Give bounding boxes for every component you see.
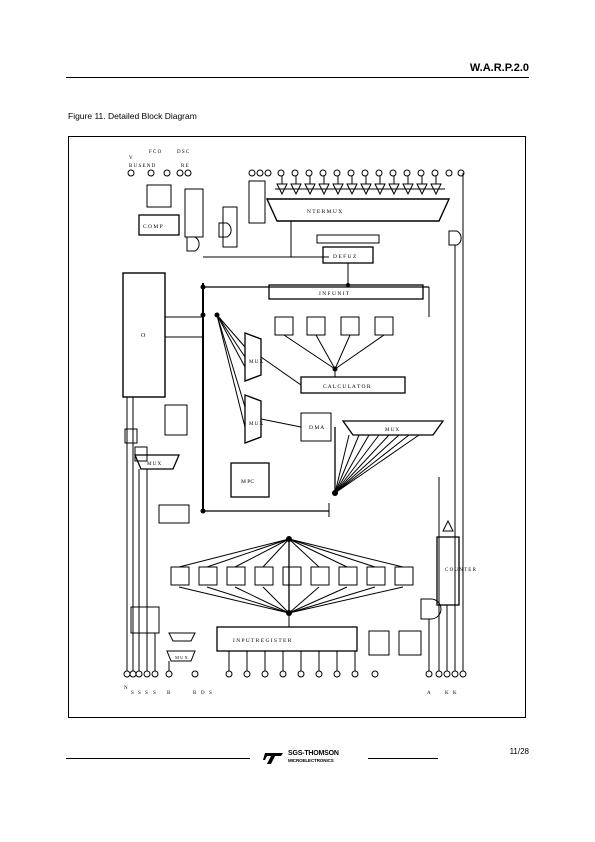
mux-right-label: M U X — [385, 428, 400, 433]
pin-label-bottom-11: K — [453, 691, 457, 696]
pin-label-bottom-2: S — [138, 691, 141, 696]
mux-small-1 — [168, 632, 196, 642]
dma-label: D M A — [309, 425, 324, 431]
ff-right-2 — [398, 630, 422, 656]
mux-right — [341, 420, 445, 436]
calculator-label: C A L C U L A T O R — [323, 384, 371, 390]
pin-label-bottom-3: S — [145, 691, 148, 696]
document-title: W.A.R.P.2.0 — [469, 62, 529, 74]
pin-label-top-1: F C O — [149, 150, 162, 155]
mux-small-2 — [166, 650, 196, 662]
inf-reg-0 — [274, 316, 294, 336]
footer-rule-right — [368, 758, 438, 759]
reg-block-top — [248, 180, 266, 224]
top-pins — [127, 169, 465, 177]
counter-label: C O U N T E R — [445, 568, 477, 573]
pin-label-bottom-0: N — [124, 686, 128, 691]
pin-label-bottom-8: S — [209, 691, 212, 696]
st-logo-icon — [263, 753, 283, 764]
mux-left-small — [164, 404, 188, 436]
inf-reg-2 — [340, 316, 360, 336]
ff-right-1 — [368, 630, 390, 656]
figure-caption: Figure 11. Detailed Block Diagram — [68, 111, 197, 121]
pin-label-bottom-9: A — [427, 691, 431, 696]
mux-lower-label: M U X — [147, 462, 162, 467]
block-diagram: N T E R M U X D E F U Z I N F U N I T C … — [122, 150, 477, 696]
and-gate-4 — [420, 598, 442, 620]
pin-label-bottom-5: B — [167, 691, 171, 696]
input-register-block — [216, 626, 358, 652]
mux-mid2-label: M U X — [249, 422, 264, 427]
top-buffers — [275, 176, 445, 196]
logo-text: SGS-THOMSON — [288, 750, 339, 757]
inf-reg-3 — [374, 316, 394, 336]
input-register-label: I N P U T R E G I S T E R — [233, 638, 292, 644]
inf-unit-label: I N F U N I T — [319, 291, 350, 297]
pin-label-top-4: R E — [181, 164, 189, 169]
pin-label-top-0: V — [129, 156, 133, 161]
sgs-thomson-logo: SGS-THOMSON MICROELECTRONICS — [262, 750, 367, 768]
pin-label-bottom-6: B — [193, 691, 197, 696]
ff-block — [158, 504, 190, 524]
pin-label-bottom-7: D — [201, 691, 205, 696]
header-rule — [66, 77, 529, 78]
latch-block — [146, 184, 172, 208]
diagram-frame: N T E R M U X D E F U Z I N F U N I T C … — [68, 136, 526, 718]
page-number: 11/28 — [509, 747, 529, 756]
reg-left-2 — [134, 446, 148, 462]
pin-label-top-2: D S C — [177, 150, 190, 155]
mux-mid-label: M U X — [249, 360, 264, 365]
inference-mux-label: N T E R M U X — [307, 209, 342, 215]
counter-block-small — [184, 188, 204, 238]
counter-buffer — [442, 519, 454, 532]
defuz-label: D E F U Z — [333, 254, 357, 260]
mpc-block — [230, 462, 270, 498]
pin-label-bottom-1: S — [131, 691, 134, 696]
mux-small-label: M U X — [175, 655, 189, 660]
junctions — [200, 283, 350, 616]
mux-lower — [134, 454, 180, 470]
and-gate-1 — [186, 236, 200, 252]
ff-left-block — [130, 606, 160, 634]
latch-block-2 — [222, 206, 238, 248]
mux-mid-2 — [244, 394, 262, 444]
inference-mux — [265, 198, 451, 222]
big-left-block — [122, 272, 166, 398]
mpc-label: M PC — [241, 479, 254, 485]
comp-block — [138, 214, 180, 236]
register-row — [170, 566, 414, 586]
footer-rule-left — [66, 758, 250, 759]
logo-subtext: MICROELECTRONICS — [288, 758, 334, 763]
inf-reg-1 — [306, 316, 326, 336]
defuz-frame — [316, 234, 380, 244]
pin-label-top-3: B U S E N D — [129, 164, 156, 169]
and-gate-3 — [448, 230, 462, 246]
pin-label-bottom-4: S — [153, 691, 156, 696]
and-gate-2 — [218, 222, 232, 238]
big-left-label: O — [141, 333, 146, 339]
pin-label-bottom-10: K — [445, 691, 449, 696]
mux-mid — [244, 332, 262, 382]
reg-left-1 — [124, 428, 138, 444]
comp-label: C O M P — [143, 224, 163, 230]
bottom-pins — [123, 670, 467, 678]
counter-block — [436, 536, 460, 606]
